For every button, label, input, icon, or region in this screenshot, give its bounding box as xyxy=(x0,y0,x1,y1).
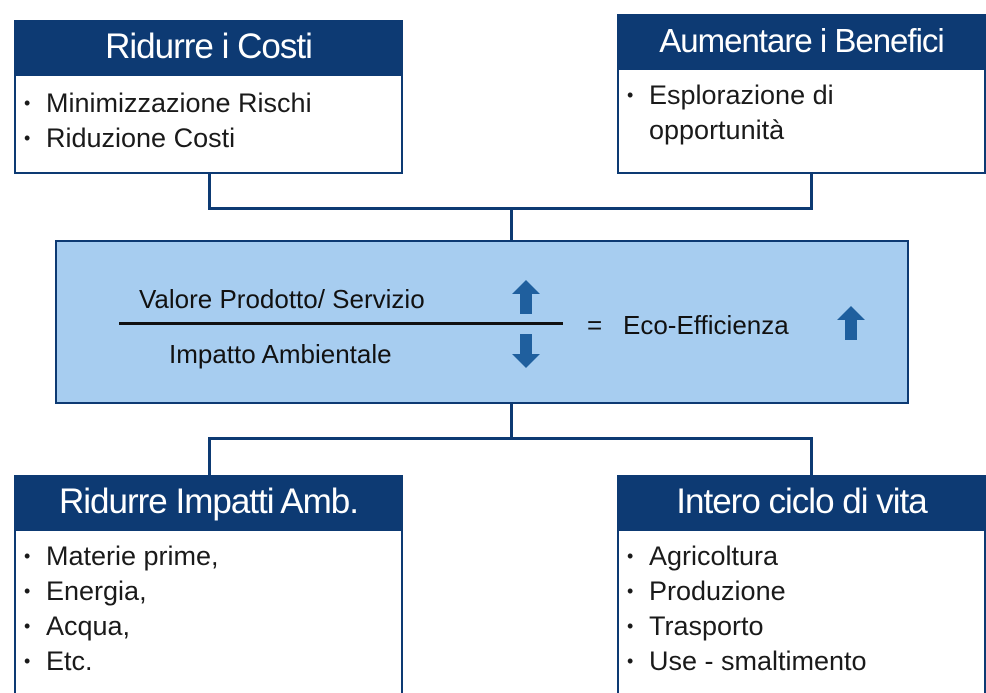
list-item: Minimizzazione Rischi xyxy=(16,86,401,121)
list-item: Etc. xyxy=(16,644,401,679)
box-title: Intero ciclo di vita xyxy=(617,475,986,529)
equals-sign: = xyxy=(587,310,603,340)
list-item: Trasporto xyxy=(619,609,984,644)
list-item: Produzione xyxy=(619,574,984,609)
list-item: Riduzione Costi xyxy=(16,121,401,156)
connector-top-right-vertical xyxy=(810,174,813,210)
list-item-continuation: opportunità xyxy=(649,115,785,145)
box-body: Esplorazione di opportunità xyxy=(617,68,986,174)
box-body: Agricoltura Produzione Trasporto Use - s… xyxy=(617,529,986,693)
connector-bottom-horizontal xyxy=(208,437,813,440)
box-title: Ridurre Impatti Amb. xyxy=(14,475,403,529)
eco-efficiency-formula-box: Valore Prodotto/ Servizio Impatto Ambien… xyxy=(55,240,909,404)
formula-numerator: Valore Prodotto/ Servizio xyxy=(139,284,425,314)
connector-top-center-vertical xyxy=(510,207,513,242)
formula-denominator: Impatto Ambientale xyxy=(169,339,392,369)
connector-bottom-center-vertical xyxy=(510,402,513,440)
list-item: Acqua, xyxy=(16,609,401,644)
box-title: Aumentare i Benefici xyxy=(617,14,986,68)
connector-top-left-vertical xyxy=(208,174,211,210)
fraction-bar xyxy=(119,322,563,325)
formula-result: Eco-Efficienza xyxy=(623,310,789,340)
down-arrow-icon xyxy=(512,334,540,368)
list-item: Esplorazione di xyxy=(619,78,984,113)
box-body: Materie prime, Energia, Acqua, Etc. xyxy=(14,529,403,693)
box-title: Ridurre i Costi xyxy=(14,20,403,74)
list-item: Materie prime, xyxy=(16,539,401,574)
box-body: Minimizzazione Rischi Riduzione Costi xyxy=(14,74,403,174)
up-arrow-icon xyxy=(837,306,865,340)
list-item: Use - smaltimento xyxy=(619,644,984,679)
connector-bottom-right-vertical xyxy=(810,437,813,475)
connector-bottom-left-vertical xyxy=(208,437,211,475)
list-item: Energia, xyxy=(16,574,401,609)
up-arrow-icon xyxy=(512,280,540,314)
list-item: Agricoltura xyxy=(619,539,984,574)
